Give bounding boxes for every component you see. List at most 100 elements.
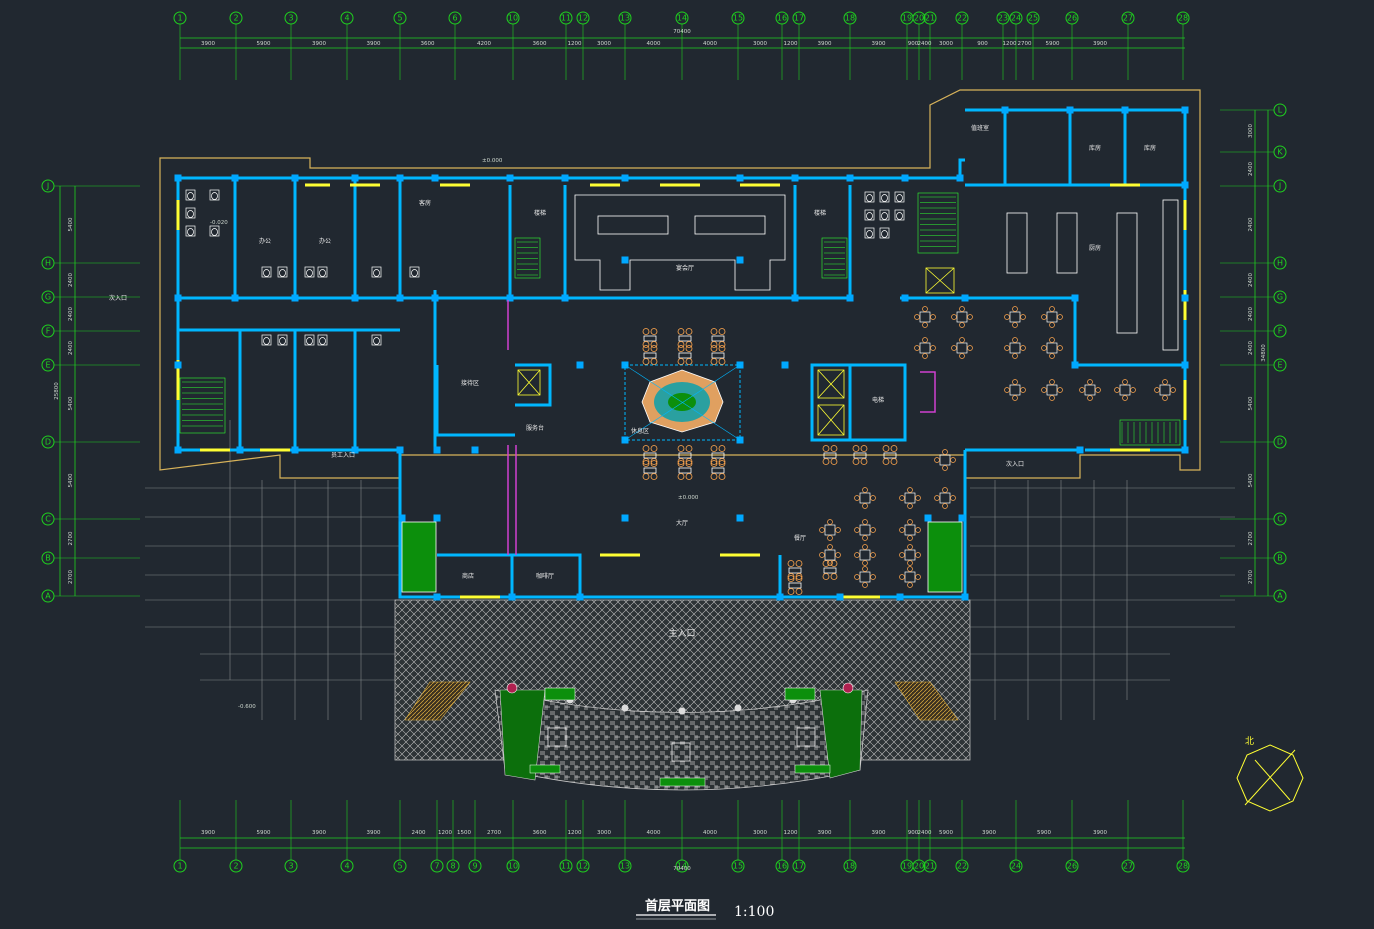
table-set-6 <box>710 345 726 365</box>
svg-text:11: 11 <box>561 862 571 871</box>
svg-text:25: 25 <box>1028 14 1038 23</box>
bottom-axis-bubble-1: 1 <box>173 800 187 873</box>
walls <box>176 108 1187 599</box>
table-set-2 <box>677 328 693 348</box>
svg-text:18: 18 <box>845 862 855 871</box>
column-27 <box>396 294 404 302</box>
left-dimension-6: 5400 <box>68 473 74 487</box>
right-axis-bubble-F: F <box>1220 324 1287 338</box>
table-set-10 <box>642 460 658 480</box>
svg-text:14: 14 <box>677 14 687 23</box>
column-16 <box>1066 106 1074 114</box>
svg-text:27: 27 <box>1123 862 1133 871</box>
table-set-1 <box>642 328 658 348</box>
svg-text:G: G <box>1277 293 1283 302</box>
dining-table-22 <box>854 566 876 588</box>
svg-text:9: 9 <box>472 862 477 871</box>
top-dimension-17: 2400 <box>918 41 932 47</box>
right-axis-bubble-E: E <box>1220 358 1287 372</box>
column-44 <box>433 446 441 454</box>
top-dimension-3: 3900 <box>312 41 326 47</box>
column-34 <box>846 294 854 302</box>
svg-text:19: 19 <box>902 14 912 23</box>
column-29 <box>506 294 514 302</box>
svg-text:24: 24 <box>1011 14 1021 23</box>
bottom-axis-bubble-13: 14 <box>675 800 689 873</box>
dining-table-1 <box>914 306 936 328</box>
column-61 <box>776 593 784 601</box>
room-label-guest-room: 客房 <box>419 199 431 207</box>
top-dimension-13: 1200 <box>784 41 798 47</box>
left-axis-bubble-J: J <box>41 179 140 193</box>
svg-text:26: 26 <box>1067 862 1077 871</box>
column-40 <box>236 446 244 454</box>
room-label-stair-2: 楼梯 <box>814 209 826 217</box>
table-set-18 <box>787 575 803 595</box>
dining-table-20 <box>854 544 876 566</box>
svg-text:21: 21 <box>925 862 935 871</box>
bottom-axis-bubble-14: 15 <box>731 800 745 873</box>
column-1 <box>174 174 182 182</box>
column-31 <box>621 256 629 264</box>
dining-table-13 <box>1154 379 1176 401</box>
svg-text:16: 16 <box>777 14 787 23</box>
column-41 <box>291 446 299 454</box>
column-59 <box>508 593 516 601</box>
wc-7 <box>879 191 890 203</box>
svg-text:2: 2 <box>233 862 238 871</box>
wc-17 <box>317 266 328 278</box>
bottom-dimension-14: 3000 <box>753 830 767 836</box>
svg-text:13: 13 <box>620 862 630 871</box>
svg-text:7: 7 <box>434 862 439 871</box>
right-dimension-5: 2400 <box>1248 307 1254 321</box>
bottom-axis-bubble-8: 9 <box>468 800 482 873</box>
bottom-dimension-18: 900 <box>908 830 919 836</box>
right-dimension-total: 34800 <box>1261 344 1267 362</box>
column-35 <box>901 294 909 302</box>
column-37 <box>1071 294 1079 302</box>
bottom-dimension-3: 3900 <box>312 830 326 836</box>
bottom-dimension-11: 3000 <box>597 830 611 836</box>
top-dimension-15: 3900 <box>872 41 886 47</box>
top-axis-bubble-25: 28 <box>1176 11 1190 80</box>
column-24 <box>231 294 239 302</box>
left-dimension-4: 2400 <box>68 341 74 355</box>
left-axis-bubble-F: F <box>41 324 140 338</box>
elevators <box>517 267 955 436</box>
elevation-mark-4: ±0.000 <box>678 495 699 501</box>
top-axis-bubble-22: 25 <box>1026 11 1040 80</box>
svg-text:H: H <box>1277 259 1283 268</box>
svg-text:15: 15 <box>733 862 743 871</box>
top-axis-bubble-24: 27 <box>1121 11 1135 80</box>
top-axis-bubble-12: 15 <box>731 11 745 80</box>
column-8 <box>561 174 569 182</box>
wc-12 <box>864 227 875 239</box>
elevation-marks: ±0.000 -0.020 -0.600 ±0.000 <box>210 158 699 710</box>
room-label-kitchen: 厨房 <box>1089 244 1101 252</box>
bottom-dimension-chain <box>180 837 1185 849</box>
dining-table-15 <box>899 487 921 509</box>
column-39 <box>174 446 182 454</box>
top-dimension-19: 900 <box>977 41 988 47</box>
top-dimension-23: 3900 <box>1093 41 1107 47</box>
wc-15 <box>277 266 288 278</box>
svg-text:12: 12 <box>578 14 588 23</box>
left-dimension-total: 25800 <box>54 382 60 400</box>
room-label-reception: 接待区 <box>461 379 479 387</box>
column-66 <box>1071 361 1079 369</box>
svg-text:4: 4 <box>344 14 349 23</box>
right-axis-bubble-K: K <box>1220 145 1287 159</box>
bottom-axis-bubble-12: 13 <box>618 800 632 873</box>
dining-table-4 <box>1041 306 1063 328</box>
room-label-duty: 值班室 <box>971 124 989 132</box>
svg-text:E: E <box>45 361 50 370</box>
left-dimension-1: 5400 <box>68 217 74 231</box>
wc-3 <box>185 225 196 237</box>
wc-2 <box>185 207 196 219</box>
stairs <box>179 192 1181 446</box>
svg-text:J: J <box>1278 182 1281 191</box>
dining-table-12 <box>1114 379 1136 401</box>
bottom-dimension-20: 5900 <box>939 830 953 836</box>
column-23 <box>174 294 182 302</box>
top-dimension-16: 900 <box>908 41 919 47</box>
